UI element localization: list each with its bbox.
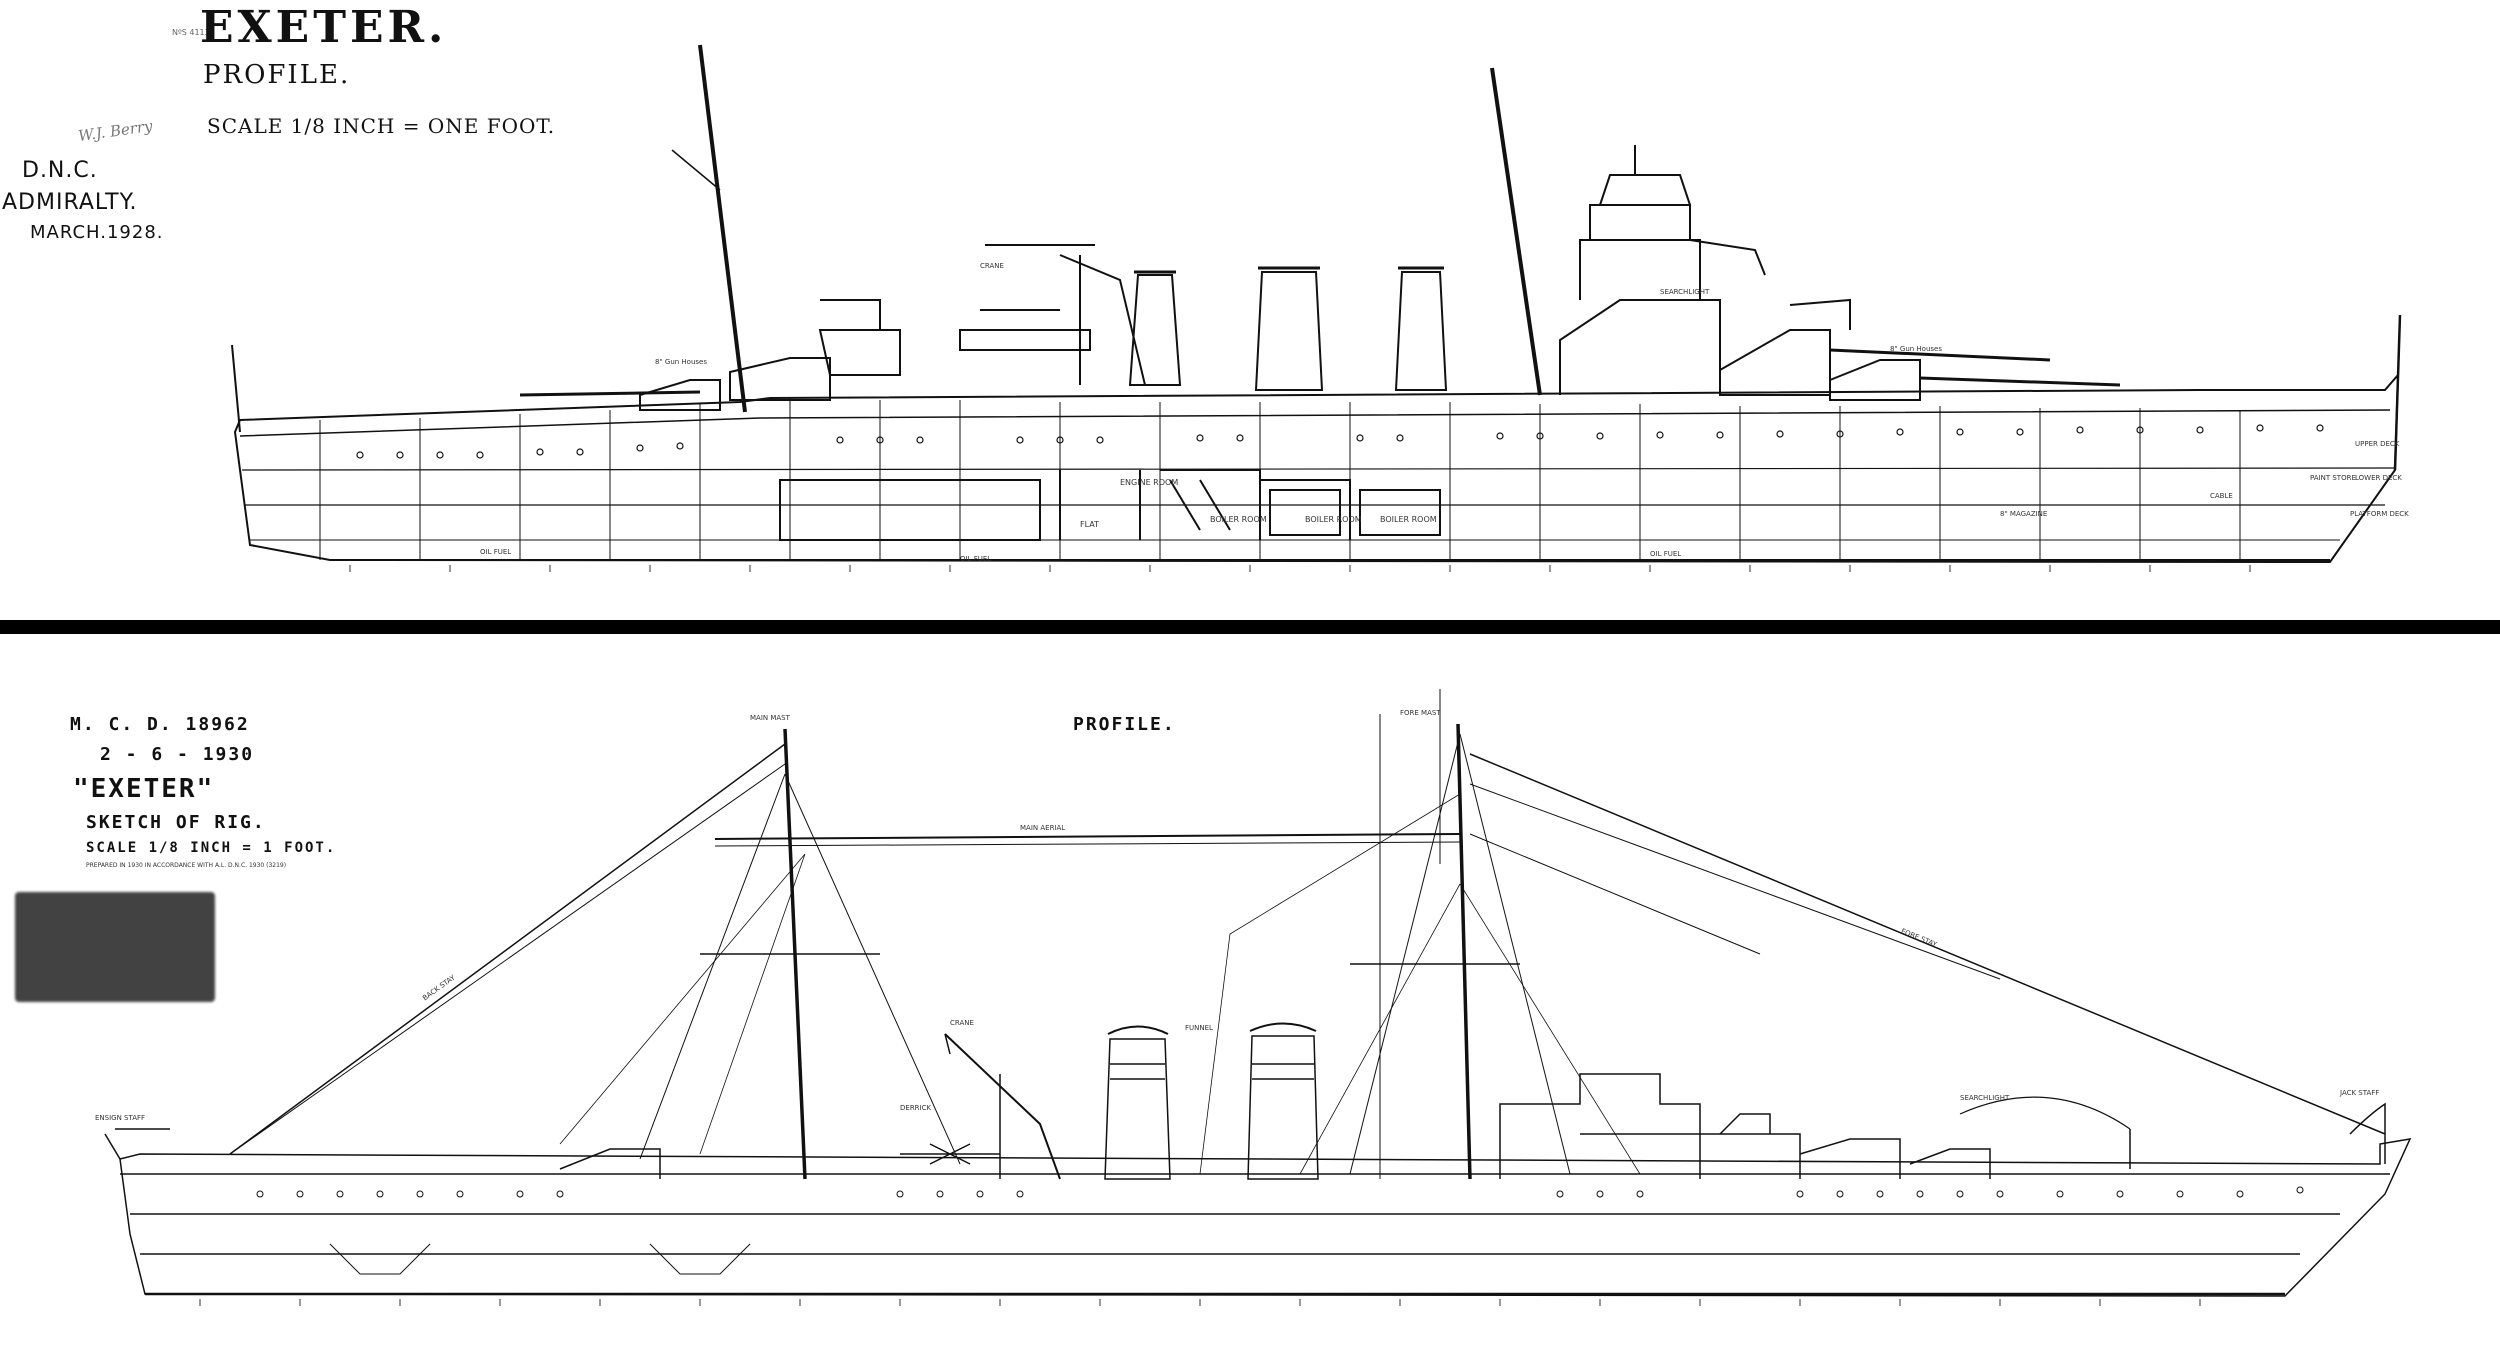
fwd-turret-a	[1829, 359, 1921, 401]
rig-scale: SCALE 1/8 INCH = 1 FOOT.	[86, 840, 337, 856]
label-rig-jack-staff: JACK STAFF	[2340, 1089, 2380, 1097]
rig-fwd-turret-b	[1799, 1138, 1901, 1179]
panel-divider	[0, 620, 2500, 634]
rig-funnel-aft	[1104, 1038, 1171, 1180]
rig-note: PREPARED IN 1930 IN ACCORDANCE WITH A.L.…	[86, 862, 287, 869]
label-oil-fuel-1: OIL FUEL	[480, 548, 512, 556]
label-searchlight: SEARCHLIGHT	[1660, 288, 1710, 296]
label-rig-searchlight: SEARCHLIGHT	[1960, 1094, 2010, 1102]
rig-hull-outline	[119, 1138, 2412, 1297]
label-engine-room: ENGINE ROOM	[1120, 478, 1179, 487]
rig-crane	[944, 1033, 1061, 1180]
label-oil-fuel-2: OIL FUEL	[960, 555, 992, 563]
label-platform-deck: PLATFORM DECK	[2350, 510, 2409, 518]
label-rig-funnel: FUNNEL	[1185, 1024, 1213, 1032]
label-boiler-room-3: BOILER ROOM	[1380, 515, 1437, 524]
profile-drawing-panel: NºS 4113 EXETER. PROFILE. SCALE 1/8 INCH…	[0, 0, 2500, 620]
label-flat: FLAT	[1080, 520, 1099, 529]
drawing-date: 2 - 6 - 1930	[100, 744, 255, 765]
office-label: D.N.C.	[22, 158, 98, 183]
rig-sketch-panel: M. C. D. 18962 2 - 6 - 1930 "EXETER" SKE…	[0, 634, 2500, 1349]
label-boiler-room-2: BOILER ROOM	[1305, 515, 1362, 524]
label-rig-fore-mast: FORE MAST	[1400, 709, 1441, 717]
ship-name: "EXETER"	[73, 774, 215, 804]
rig-funnel-fwd	[1247, 1035, 1319, 1180]
rig-fwd-turret-a	[1909, 1148, 1991, 1179]
funnel-mid	[1254, 271, 1324, 391]
aft-turret-y	[639, 379, 721, 411]
ship-title: EXETER.	[200, 2, 448, 53]
label-upper-deck: UPPER DECK	[2355, 440, 2400, 448]
label-paint-store: PAINT STORE	[2310, 474, 2356, 482]
ship-profile-drawing	[231, 44, 2402, 572]
label-rig-crane: CRANE	[950, 1019, 974, 1027]
upper-deck-line	[239, 409, 2391, 437]
main-mast	[698, 44, 747, 413]
rig-back-stay	[229, 743, 786, 1155]
rig-fore-mast	[1456, 723, 1472, 1180]
label-magazine: 8" MAGAZINE	[2000, 510, 2048, 518]
rig-aft-turret	[559, 1148, 661, 1179]
label-oil-fuel-3: OIL FUEL	[1650, 550, 1682, 558]
label-aft-gun-houses: 8" Gun Houses	[655, 358, 708, 366]
rig-main-aerial	[714, 833, 1461, 840]
rig-title: SKETCH OF RIG.	[86, 812, 266, 833]
label-cable-locker: CABLE	[2210, 492, 2233, 500]
stem	[2393, 314, 2402, 471]
drawing-subtitle: PROFILE.	[203, 60, 351, 90]
label-rig-ensign-staff: ENSIGN STAFF	[95, 1114, 146, 1122]
redacted-stamp-block	[15, 892, 215, 1002]
profile-header: PROFILE.	[1073, 714, 1176, 735]
rig-bridge	[1499, 1073, 1701, 1179]
label-rig-aerial: MAIN AERIAL	[1020, 824, 1066, 832]
label-lower-deck: LOWER DECK	[2355, 474, 2402, 482]
funnel-fwd	[1394, 271, 1448, 391]
label-rig-main-mast: MAIN MAST	[750, 714, 790, 722]
rig-sketch-drawing	[104, 689, 2412, 1306]
lower-deck-line	[241, 467, 2396, 471]
date-label: MARCH.1928.	[30, 222, 164, 243]
drawing-scale: SCALE 1/8 INCH = ONE FOOT.	[207, 114, 556, 138]
label-rig-derrick: DERRICK	[900, 1104, 932, 1112]
aft-turret-x	[729, 357, 831, 401]
label-crane: CRANE	[980, 262, 1004, 270]
bridge-structure	[1559, 299, 1721, 395]
rig-fore-stay	[1469, 753, 2386, 1135]
fwd-turret-b	[1719, 329, 1831, 396]
authority-label: ADMIRALTY.	[2, 190, 138, 215]
funnel-aft	[1128, 274, 1182, 386]
plan-number: NºS 4113	[172, 28, 210, 37]
label-boiler-room-1: BOILER ROOM	[1210, 515, 1267, 524]
fore-mast	[1490, 67, 1542, 396]
drawing-number: M. C. D. 18962	[70, 714, 250, 735]
ensign-staff-aft	[231, 344, 241, 433]
label-fwd-gun-houses: 8" Gun Houses	[1890, 345, 1943, 353]
